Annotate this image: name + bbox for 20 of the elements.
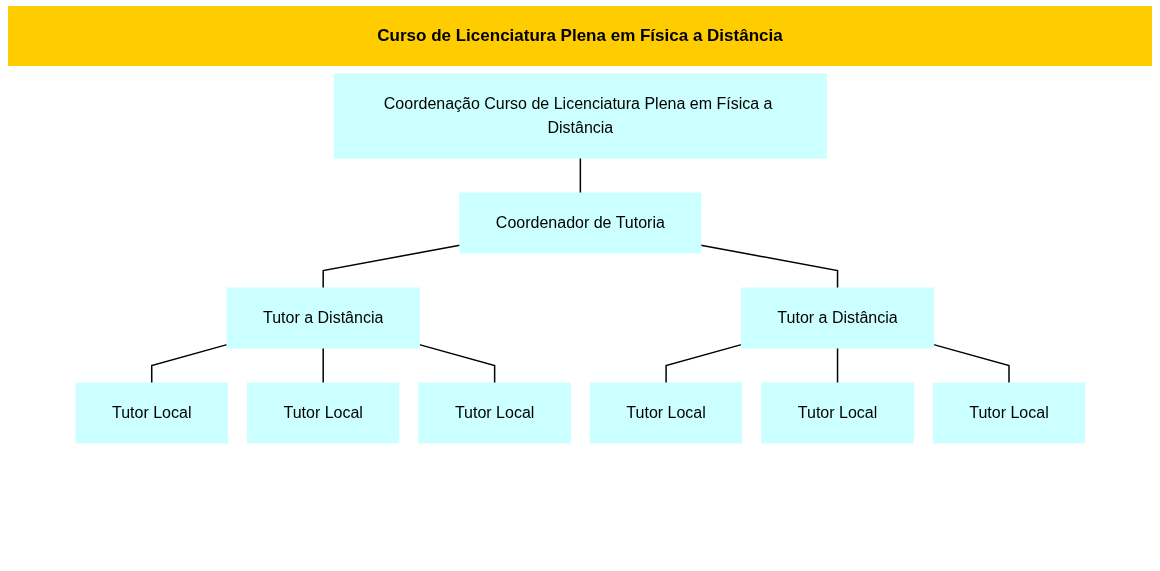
title-banner: Curso de Licenciatura Plena em Física a Distância — [8, 6, 1152, 66]
node-box: Tutor Local — [246, 382, 400, 444]
connector — [932, 343, 1010, 384]
node-box: Tutor a Distância — [740, 287, 934, 349]
connector — [418, 343, 495, 384]
node-box: Tutor Local — [932, 382, 1085, 444]
connector — [150, 343, 228, 384]
connector — [699, 244, 838, 289]
node-box: Tutor Local — [589, 382, 742, 444]
connector — [322, 244, 461, 289]
node-box: Tutor Local — [418, 382, 571, 444]
connector — [836, 347, 838, 384]
node-box: Coordenação Curso de Licenciatura Plena em Física a Distância — [333, 73, 827, 159]
node-box: Tutor Local — [760, 382, 914, 444]
connector — [579, 157, 581, 194]
node-box: Tutor a Distância — [226, 287, 420, 349]
connector — [665, 343, 742, 384]
connector — [322, 347, 324, 384]
node-box: Tutor Local — [75, 382, 228, 444]
node-box: Coordenador de Tutoria — [459, 192, 701, 254]
